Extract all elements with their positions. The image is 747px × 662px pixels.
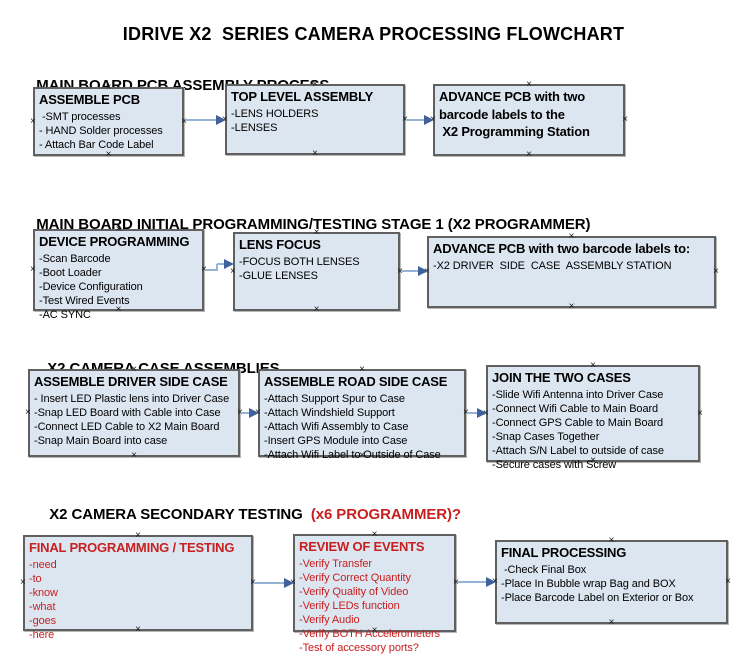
connection-point-icon: × <box>568 301 575 312</box>
flow-arrow-icon <box>457 577 496 587</box>
box-lines: -LENS HOLDERS -LENSES <box>231 107 319 134</box>
box-title: ASSEMBLE ROAD SIDE CASE <box>264 374 448 389</box>
section-heading-text: MAIN BOARD INITIAL PROGRAMMING/TESTING S… <box>36 216 591 233</box>
connection-point-icon: × <box>713 266 719 277</box>
box-title: ASSEMBLE PCB <box>39 92 140 107</box>
flow-arrow-icon <box>406 115 434 125</box>
connection-point-icon: × <box>131 450 137 461</box>
flow-box-advance-pcb-programming-station: ADVANCE PCB with two barcode labels to t… <box>430 80 628 160</box>
connection-point-icon: × <box>526 149 532 160</box>
flow-arrow-icon <box>185 115 226 125</box>
flow-box-device-programming: DEVICE PROGRAMMING -Scan Barcode -Boot L… <box>30 225 207 321</box>
flow-box-advance-pcb-driver-side: ADVANCE PCB with two barcode labels to: … <box>424 232 719 312</box>
flow-box-assemble-pcb: ASSEMBLE PCB -SMT processes - HAND Solde… <box>30 83 187 160</box>
flow-box-assemble-road-side-case: ASSEMBLE ROAD SIDE CASE -Attach Support … <box>255 365 469 461</box>
box-lines: -need -to -know -what -goes -here <box>29 558 58 641</box>
section-heading-secondary-testing: X2 CAMERA SECONDARY TESTING (x6 PROGRAMM… <box>33 489 461 523</box>
connection-point-icon: × <box>25 407 31 418</box>
box-title: FINAL PROGRAMMING / TESTING <box>29 540 235 555</box>
box-lines: -X2 DRIVER SIDE CASE ASSEMBLY STATION <box>433 259 672 272</box>
connection-point-icon: × <box>313 304 320 315</box>
section-heading-text: X2 CAMERA SECONDARY TESTING <box>49 506 307 523</box>
section-heading-initial-programming: MAIN BOARD INITIAL PROGRAMMING/TESTING S… <box>20 199 590 233</box>
flow-box-final-programming-testing: FINAL PROGRAMMING / TESTING -need -to -k… <box>20 531 256 641</box>
connection-point-icon: × <box>30 115 36 127</box>
box-title: JOIN THE TWO CASES <box>492 370 631 385</box>
flow-arrow-icon <box>241 408 259 418</box>
connection-point-icon: × <box>608 617 615 628</box>
box-title: ADVANCE PCB with two barcode labels to t… <box>439 89 590 140</box>
connection-point-icon: × <box>20 577 26 588</box>
connection-point-icon: × <box>312 148 318 159</box>
box-title: TOP LEVEL ASSEMBLY <box>231 89 374 104</box>
page-title: IDRIVE X2 SERIES CAMERA PROCESSING FLOWC… <box>122 24 625 44</box>
section-heading-accent-text: (x6 PROGRAMMER)? <box>306 506 461 523</box>
flow-box-lens-focus: LENS FOCUS -FOCUS BOTH LENSES -GLUE LENS… <box>230 228 403 315</box>
connection-point-icon: × <box>622 114 628 125</box>
box-title: DEVICE PROGRAMMING <box>39 234 190 249</box>
flow-box-review-of-events: REVIEW OF EVENTS -Verify Transfer -Verif… <box>290 530 459 654</box>
connection-point-icon: × <box>30 264 36 275</box>
flow-box-assemble-driver-side-case: ASSEMBLE DRIVER SIDE CASE - Insert LED P… <box>25 365 243 461</box>
connection-point-icon: × <box>697 407 703 419</box>
box-title: LENS FOCUS <box>239 237 321 252</box>
flow-arrow-icon <box>401 266 428 276</box>
box-title: ASSEMBLE DRIVER SIDE CASE <box>34 374 228 389</box>
box-lines: -SMT processes - HAND Solder processes -… <box>39 110 163 151</box>
box-lines: -Verify Transfer -Verify Correct Quantit… <box>299 557 440 654</box>
flow-box-final-processing: FINAL PROCESSING -Check Final Box -Place… <box>492 536 731 628</box>
box-lines: - Insert LED Plastic lens into Driver Ca… <box>34 392 230 447</box>
box-title: REVIEW OF EVENTS <box>299 539 425 554</box>
flow-arrow-icon <box>205 259 234 271</box>
box-lines: -Check Final Box -Place In Bubble wrap B… <box>501 563 694 604</box>
box-lines: -Attach Support Spur to Case -Attach Win… <box>264 392 441 461</box>
box-lines: -Slide Wifi Antenna into Driver Case -Co… <box>492 388 664 471</box>
flow-box-join-the-two-cases: JOIN THE TWO CASES -Slide Wifi Antenna i… <box>483 361 703 471</box>
flow-arrow-icon <box>467 408 487 418</box>
flow-arrow-icon <box>254 578 294 588</box>
connection-point-icon: × <box>725 576 731 587</box>
box-lines: -Scan Barcode -Boot Loader -Device Confi… <box>39 252 143 321</box>
box-lines: -FOCUS BOTH LENSES -GLUE LENSES <box>239 255 360 282</box>
box-title: FINAL PROCESSING <box>501 545 627 560</box>
box-title: ADVANCE PCB with two barcode labels to: <box>433 241 691 256</box>
flow-box-top-level-assembly: TOP LEVEL ASSEMBLY -LENS HOLDERS -LENSES… <box>222 80 408 159</box>
